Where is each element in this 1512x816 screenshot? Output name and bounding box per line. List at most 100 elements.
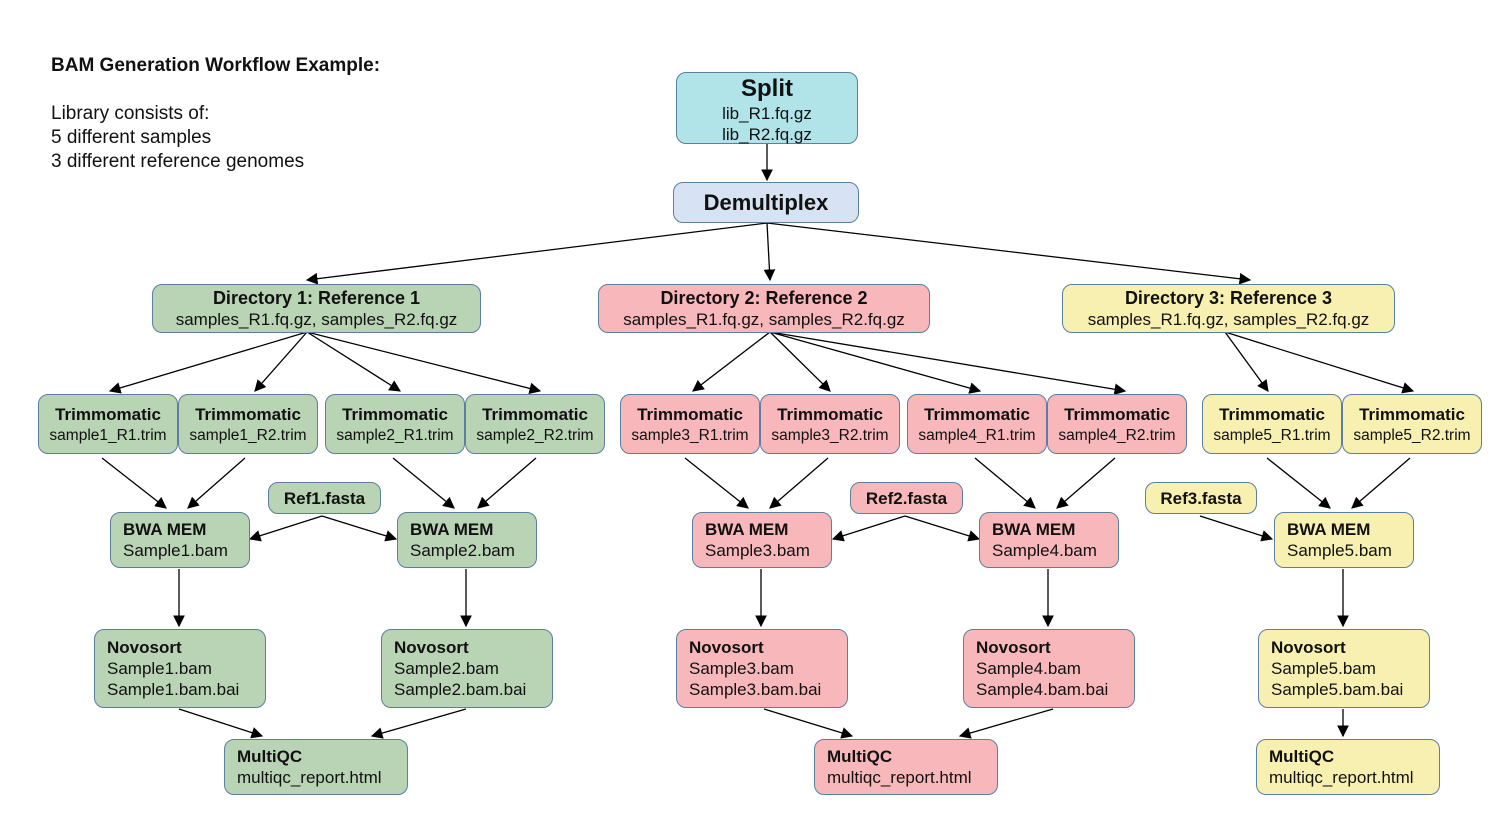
node-novosort-4-bai: Sample4.bam.bai — [976, 680, 1109, 699]
node-ref1-fasta-label: Ref1.fasta — [283, 489, 366, 508]
node-multiqc-3: MultiQC multiqc_report.html — [1256, 739, 1440, 795]
node-directory-1-files: samples_R1.fq.gz, samples_R2.fq.gz — [175, 310, 458, 329]
edge-t1-b1 — [101, 457, 167, 509]
edge-n1-m1 — [178, 708, 264, 739]
node-novosort-2-bai: Sample2.bam.bai — [394, 680, 527, 699]
edge-t7-b4 — [974, 457, 1036, 509]
node-bwa-mem-4-title: BWA MEM — [992, 520, 1076, 539]
edge-dir2-t7 — [769, 331, 982, 394]
node-trimmomatic-1: Trimmomatic sample1_R1.trim — [38, 394, 178, 454]
edge-demux-dir3 — [766, 222, 1252, 285]
node-ref3-fasta-label: Ref3.fasta — [1160, 489, 1242, 508]
node-split-title: Split — [741, 75, 793, 102]
node-novosort-3-bai: Sample3.bam.bai — [689, 680, 822, 699]
edge-dir2-t6 — [769, 331, 831, 392]
node-bwa-mem-1: BWA MEM Sample1.bam — [110, 512, 250, 568]
node-multiqc-3-title: MultiQC — [1269, 747, 1335, 766]
node-trimmomatic-6-title: Trimmomatic — [777, 405, 883, 424]
node-novosort-1-bai: Sample1.bam.bai — [107, 680, 240, 699]
edge-n2-m1 — [370, 708, 467, 739]
node-split-line-1: lib_R1.fq.gz — [722, 104, 812, 123]
node-multiqc-1-file: multiqc_report.html — [237, 768, 382, 787]
node-trimmomatic-6: Trimmomatic sample3_R2.trim — [760, 394, 900, 454]
node-trimmomatic-9-file: sample5_R1.trim — [1213, 427, 1331, 444]
node-novosort-3-title: Novosort — [689, 638, 764, 657]
node-novosort-2: Novosort Sample2.bam Sample2.bam.bai — [381, 629, 553, 708]
intro-line-1: Library consists of: — [51, 103, 210, 124]
node-ref3-fasta: Ref3.fasta — [1145, 482, 1257, 514]
edge-ref1-b1 — [248, 515, 323, 542]
node-ref2-fasta-label: Ref2.fasta — [865, 489, 948, 508]
intro-line-3: 3 different reference genomes — [51, 151, 305, 172]
edge-ref3-b5 — [1199, 515, 1274, 542]
node-multiqc-2: MultiQC multiqc_report.html — [814, 739, 998, 795]
node-novosort-5-title: Novosort — [1271, 638, 1346, 657]
node-multiqc-3-file: multiqc_report.html — [1269, 768, 1414, 787]
node-directory-2: Directory 2: Reference 2 samples_R1.fq.g… — [598, 284, 930, 333]
edge-dir1-t1 — [108, 331, 308, 394]
node-trimmomatic-9: Trimmomatic sample5_R1.trim — [1202, 394, 1342, 454]
node-novosort-3: Novosort Sample3.bam Sample3.bam.bai — [676, 629, 848, 708]
edge-ref2-b4 — [904, 515, 981, 542]
node-trimmomatic-10-title: Trimmomatic — [1359, 405, 1465, 424]
node-directory-2-title: Directory 2: Reference 2 — [660, 288, 868, 308]
node-novosort-1-bam: Sample1.bam — [107, 659, 212, 678]
edge-dir2-t5 — [692, 331, 771, 392]
node-novosort-1: Novosort Sample1.bam Sample1.bam.bai — [94, 629, 266, 708]
edge-n4-m2 — [958, 708, 1054, 739]
node-trimmomatic-7-title: Trimmomatic — [924, 405, 1030, 424]
node-bwa-mem-2-file: Sample2.bam — [410, 541, 515, 560]
node-demultiplex-title: Demultiplex — [703, 190, 829, 215]
node-trimmomatic-2: Trimmomatic sample1_R2.trim — [178, 394, 318, 454]
node-novosort-3-bam: Sample3.bam — [689, 659, 794, 678]
node-directory-3-files: samples_R1.fq.gz, samples_R2.fq.gz — [1087, 310, 1370, 329]
node-bwa-mem-3-title: BWA MEM — [705, 520, 789, 539]
diagram-title: BAM Generation Workflow Example: — [51, 55, 381, 76]
intro-block: BAM Generation Workflow Example: Library… — [51, 54, 380, 174]
node-directory-2-files: samples_R1.fq.gz, samples_R2.fq.gz — [623, 310, 905, 329]
edge-t6-b3 — [769, 457, 829, 509]
node-multiqc-2-title: MultiQC — [827, 747, 893, 766]
node-trimmomatic-8-title: Trimmomatic — [1064, 405, 1170, 424]
node-trimmomatic-10-file: sample5_R2.trim — [1353, 427, 1471, 444]
edge-t10-b5 — [1351, 457, 1411, 509]
node-trimmomatic-4: Trimmomatic sample2_R2.trim — [465, 394, 605, 454]
node-trimmomatic-8-file: sample4_R2.trim — [1058, 427, 1176, 444]
edge-demux-dir1 — [305, 222, 768, 285]
node-bwa-mem-2: BWA MEM Sample2.bam — [397, 512, 537, 568]
intro-line-2: 5 different samples — [51, 127, 212, 148]
edge-n3-m2 — [763, 708, 854, 739]
node-trimmomatic-8: Trimmomatic sample4_R2.trim — [1047, 394, 1187, 454]
edge-t2-b1 — [187, 457, 246, 509]
node-bwa-mem-3: BWA MEM Sample3.bam — [692, 512, 832, 568]
node-trimmomatic-5-file: sample3_R1.trim — [631, 427, 749, 444]
node-directory-3: Directory 3: Reference 3 samples_R1.fq.g… — [1062, 284, 1395, 333]
edge-t8-b4 — [1056, 457, 1116, 509]
edge-t9-b5 — [1266, 457, 1331, 509]
node-novosort-5: Novosort Sample5.bam Sample5.bam.bai — [1258, 629, 1430, 708]
node-split: Split lib_R1.fq.gz lib_R2.fq.gz — [676, 72, 858, 144]
node-trimmomatic-3-title: Trimmomatic — [342, 405, 448, 424]
edge-ref1-b2 — [321, 515, 398, 542]
node-bwa-mem-5-title: BWA MEM — [1287, 520, 1371, 539]
node-novosort-1-title: Novosort — [107, 638, 182, 657]
node-ref2-fasta: Ref2.fasta — [850, 482, 963, 514]
node-novosort-5-bai: Sample5.bam.bai — [1271, 680, 1404, 699]
node-trimmomatic-4-file: sample2_R2.trim — [476, 427, 594, 444]
node-trimmomatic-1-title: Trimmomatic — [55, 405, 161, 424]
node-trimmomatic-5-title: Trimmomatic — [637, 405, 743, 424]
node-trimmomatic-7-file: sample4_R1.trim — [918, 427, 1036, 444]
node-trimmomatic-4-title: Trimmomatic — [482, 405, 588, 424]
node-bwa-mem-4: BWA MEM Sample4.bam — [979, 512, 1119, 568]
edge-t5-b3 — [684, 457, 749, 509]
node-multiqc-2-file: multiqc_report.html — [827, 768, 972, 787]
edge-t3-b2 — [392, 457, 455, 509]
edge-dir3-t9 — [1224, 331, 1269, 392]
node-directory-1: Directory 1: Reference 1 samples_R1.fq.g… — [152, 284, 481, 333]
node-directory-3-title: Directory 3: Reference 3 — [1124, 288, 1333, 308]
edge-ref2-b3 — [831, 515, 906, 542]
node-bwa-mem-4-file: Sample4.bam — [992, 541, 1097, 560]
node-ref1-fasta: Ref1.fasta — [268, 482, 381, 514]
node-bwa-mem-5: BWA MEM Sample5.bam — [1274, 512, 1414, 568]
node-trimmomatic-10: Trimmomatic sample5_R2.trim — [1342, 394, 1482, 454]
